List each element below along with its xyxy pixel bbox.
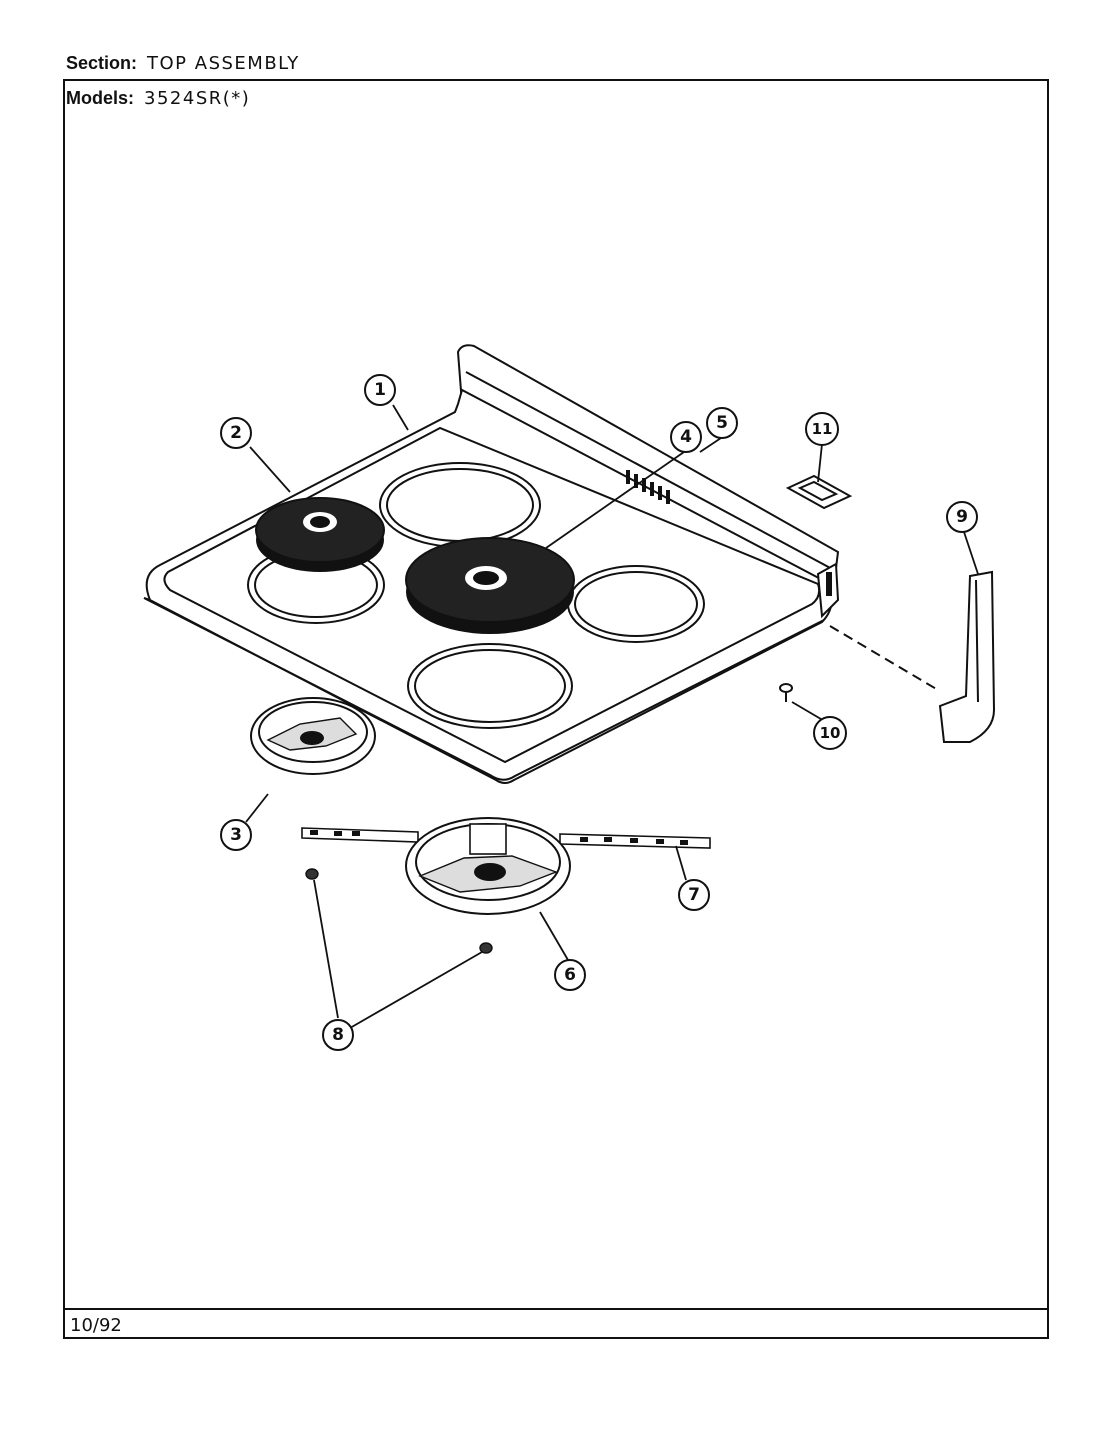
support-bracket [301, 827, 711, 849]
callout-9-label: 9 [956, 507, 968, 527]
diagram-frame [63, 79, 1049, 1339]
section-value: TOP ASSEMBLY [147, 53, 300, 74]
callout-6: 6 [554, 959, 586, 991]
callout-3: 3 [220, 819, 252, 851]
nut-fasteners [305, 868, 493, 954]
callout-4: 4 [670, 421, 702, 453]
callout-5-label: 5 [716, 413, 728, 433]
side-trim-strip [829, 570, 996, 743]
callout-10: 10 [813, 716, 847, 750]
callout-7: 7 [678, 879, 710, 911]
callout-8: 8 [322, 1019, 354, 1051]
footer-rule [63, 1308, 1049, 1310]
callout-6-label: 6 [564, 965, 576, 985]
callout-7-label: 7 [688, 885, 700, 905]
models-line: Models: 3524SR(*) [66, 88, 250, 109]
leader-lines [245, 404, 979, 1029]
small-solid-element [255, 497, 385, 572]
callout-11-label: 11 [812, 420, 833, 438]
callout-10-label: 10 [820, 724, 841, 742]
callout-2-label: 2 [230, 423, 242, 443]
callout-1-label: 1 [374, 380, 386, 400]
section-label: Section: [66, 53, 138, 73]
section-line: Section: TOP ASSEMBLY [66, 53, 300, 74]
callout-5: 5 [706, 407, 738, 439]
callout-4-label: 4 [680, 427, 692, 447]
footer-date: 10/92 [70, 1315, 122, 1336]
small-drip-bowl [250, 697, 376, 775]
models-label: Models: [66, 88, 135, 108]
large-solid-element [405, 537, 575, 634]
models-value: 3524SR(*) [144, 88, 251, 109]
large-drip-bowl [405, 817, 571, 915]
screw [779, 683, 793, 702]
callout-2: 2 [220, 417, 252, 449]
callout-11: 11 [805, 412, 839, 446]
callout-8-label: 8 [332, 1025, 344, 1045]
callout-1: 1 [364, 374, 396, 406]
callout-3-label: 3 [230, 825, 242, 845]
clip-insulator [785, 474, 853, 510]
callout-9: 9 [946, 501, 978, 533]
